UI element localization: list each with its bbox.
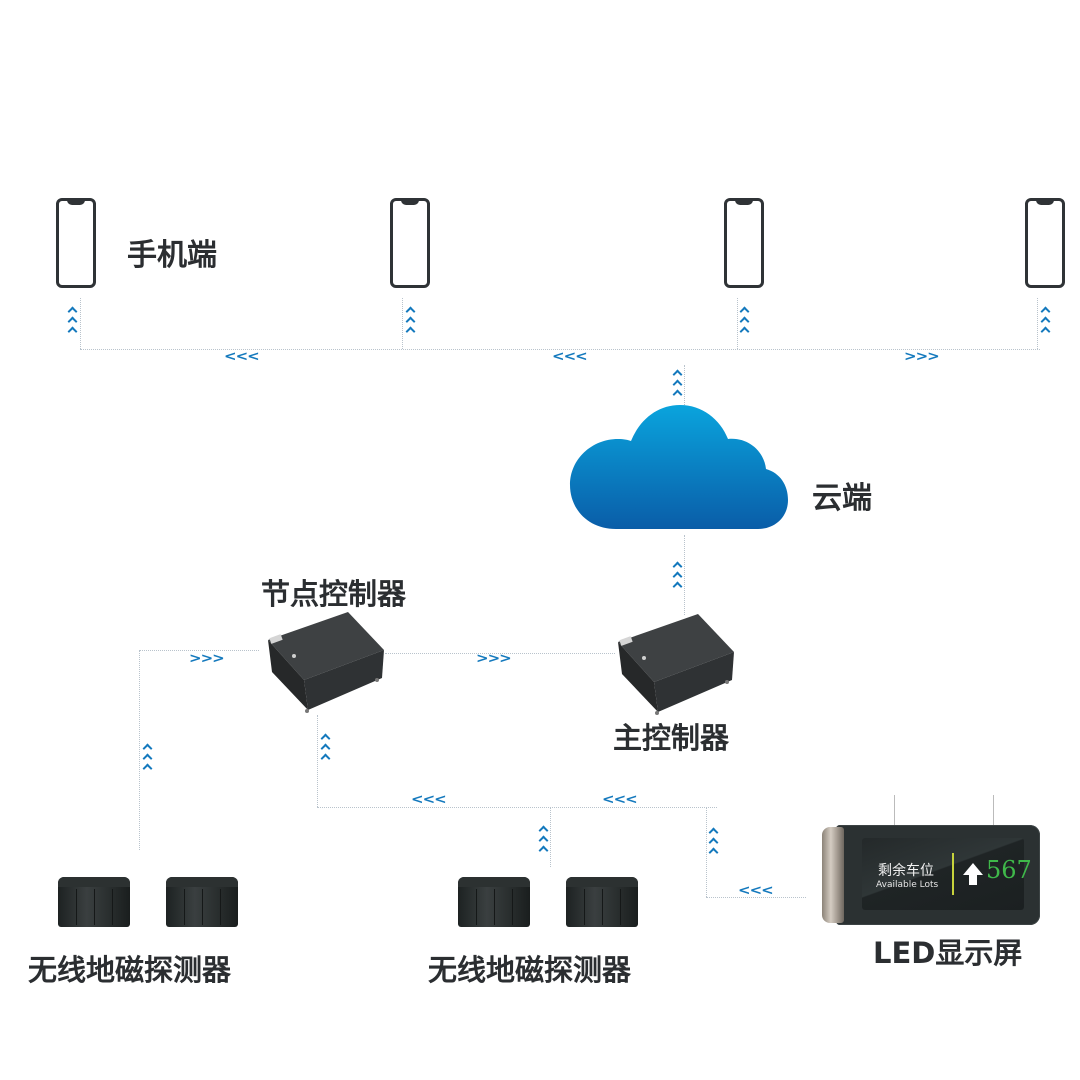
detector-bus-line <box>317 807 717 808</box>
led-divider <box>952 853 954 895</box>
node-to-main-line <box>385 653 615 654</box>
led-link-v <box>706 807 707 897</box>
led-title-en: Available Lots <box>876 880 939 890</box>
left-arrows-phone-bus-2: <<< <box>552 347 588 365</box>
phone-icon-2 <box>390 198 430 288</box>
right-arrows-node-to-main: >>> <box>476 649 512 667</box>
cloud-up-link <box>684 365 685 407</box>
phone-icon-1 <box>56 198 96 288</box>
detector-icon-1 <box>58 877 130 927</box>
cloud-label: 云端 <box>812 481 872 516</box>
left-detector-link <box>139 650 140 850</box>
up-arrows-cloud <box>670 368 684 400</box>
up-arrows-phone-3 <box>737 305 751 337</box>
cloud-icon <box>570 405 788 529</box>
up-arrows-middle-detector <box>536 824 550 856</box>
up-arrows-left-detector <box>140 742 154 774</box>
node-controller-box-icon <box>268 612 384 713</box>
led-available-count: 567 <box>986 856 1032 884</box>
detector-middle-label: 无线地磁探测器 <box>428 953 632 987</box>
left-detector-top-line <box>139 650 259 651</box>
phone-3-link <box>737 298 738 349</box>
led-title-cn: 剩余车位 <box>878 863 934 879</box>
phone-1-link <box>80 298 81 349</box>
phone-icon-3 <box>724 198 764 288</box>
led-hanger-right <box>993 795 994 825</box>
phone-icon-4 <box>1025 198 1065 288</box>
main-controller-label: 主控制器 <box>613 721 730 755</box>
detector-icon-2 <box>166 877 238 927</box>
right-arrows-node-in: >>> <box>189 649 225 667</box>
node-down-link <box>317 715 318 807</box>
left-arrows-detector-bus-1: <<< <box>411 790 447 808</box>
led-hanger-left <box>894 795 895 825</box>
phone-label: 手机端 <box>127 238 217 273</box>
phone-2-link <box>402 298 403 349</box>
detector-icon-3 <box>458 877 530 927</box>
node-controller-label: 节点控制器 <box>261 577 407 611</box>
left-arrows-phone-bus-1: <<< <box>224 347 260 365</box>
led-link-h <box>706 897 806 898</box>
up-arrows-phone-1 <box>65 305 79 337</box>
up-arrows-node-controller <box>318 732 332 764</box>
detector-left-label: 无线地磁探测器 <box>28 953 232 987</box>
led-display-sign: 剩余车位 Available Lots 567 <box>822 825 1040 925</box>
led-display-label: LED显示屏 <box>873 936 1023 970</box>
main-controller-box-icon <box>618 614 734 715</box>
up-arrows-phone-2 <box>403 305 417 337</box>
up-arrow-icon <box>963 863 983 885</box>
up-arrows-phone-4 <box>1038 305 1052 337</box>
left-arrows-led-in: <<< <box>738 881 774 899</box>
left-arrows-detector-bus-2: <<< <box>602 790 638 808</box>
right-arrows-phone-bus: >>> <box>904 347 940 365</box>
middle-detector-link <box>550 807 551 867</box>
phone-4-link <box>1037 298 1038 349</box>
led-sign-screen: 剩余车位 Available Lots 567 <box>862 838 1032 910</box>
main-to-cloud-link <box>684 535 685 615</box>
detector-icon-4 <box>566 877 638 927</box>
up-arrows-led <box>706 826 720 858</box>
up-arrows-main-controller <box>670 560 684 592</box>
led-sign-endcap <box>822 827 844 923</box>
phone-bus-line <box>80 349 1040 350</box>
